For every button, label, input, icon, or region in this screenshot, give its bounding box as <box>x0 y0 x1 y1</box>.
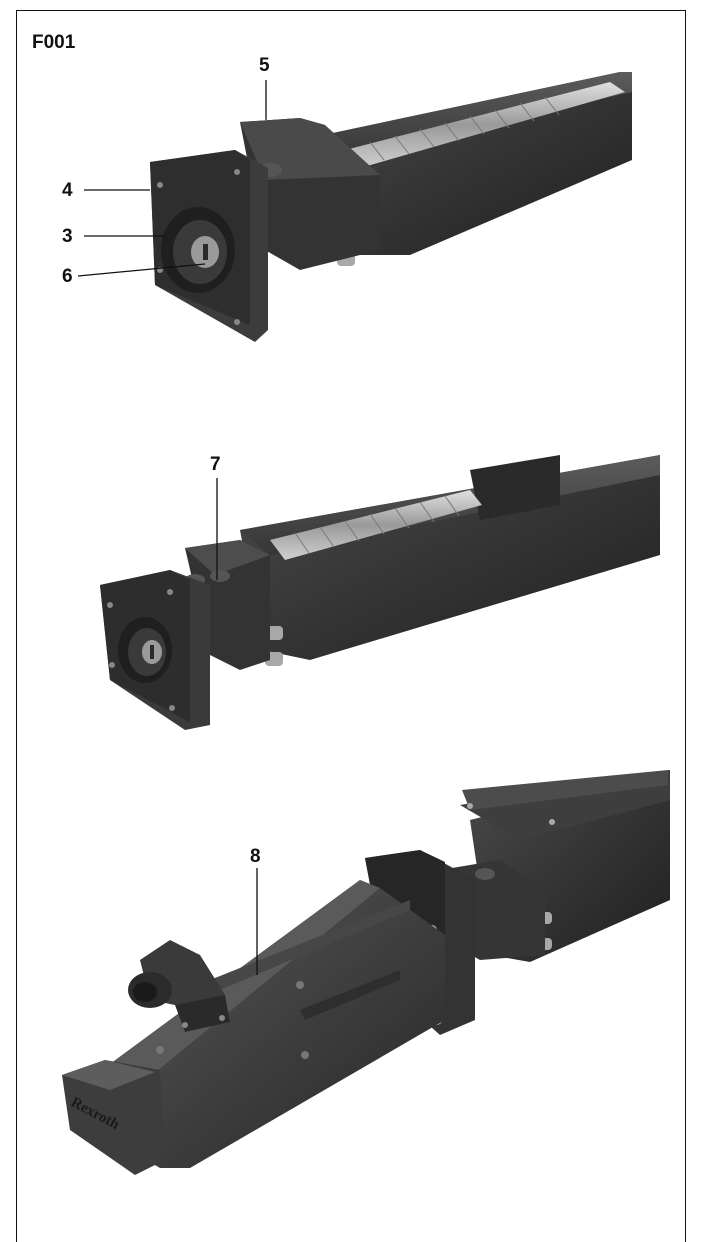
view-1-linear-module-end <box>150 72 632 342</box>
view-3-module-with-motor <box>62 770 670 1175</box>
callout-4: 4 <box>62 180 73 201</box>
callout-8: 8 <box>250 846 261 867</box>
callout-6: 6 <box>62 266 73 287</box>
callout-5: 5 <box>259 55 270 76</box>
callout-3: 3 <box>62 226 73 247</box>
figure-id: F001 <box>32 32 76 53</box>
figure-frame <box>16 10 686 1242</box>
callout-7: 7 <box>210 454 221 475</box>
callout-leaders-view-1 <box>77 80 267 277</box>
view-2-linear-module-end <box>100 455 660 730</box>
